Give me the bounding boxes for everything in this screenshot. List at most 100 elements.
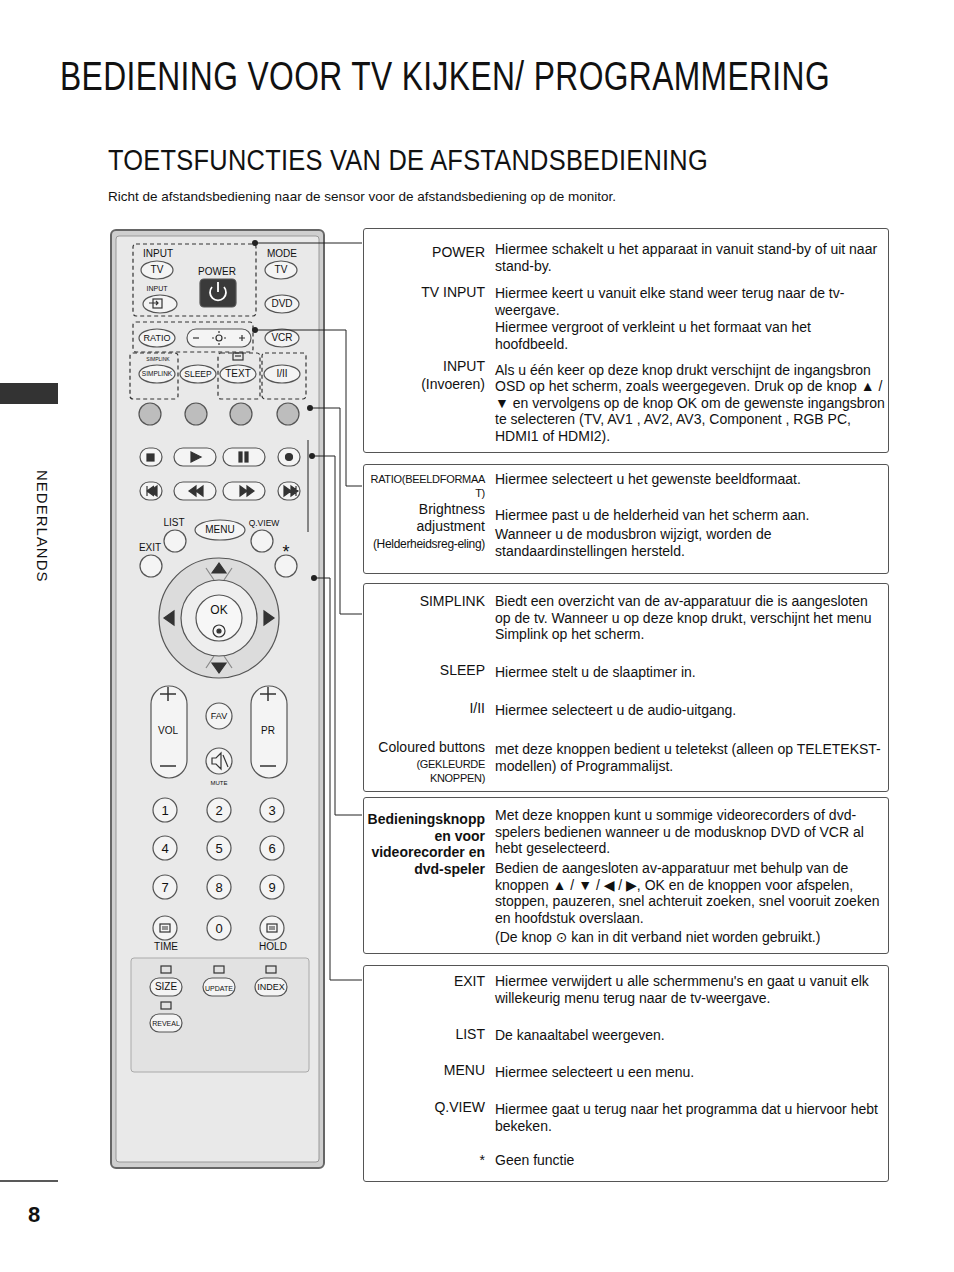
buttons (140, 482, 162, 500)
key-name: INPUT (366, 358, 485, 375)
key-description: Hiermee schakelt u het apparaat in vanui… (495, 241, 885, 274)
key-description: Met deze knoppen kunt u sommige videorec… (495, 807, 885, 857)
explanation-box: RATIO(BEELDFORMAAT)Hiermee selecteert u … (363, 464, 889, 574)
key-name: SIMPLINK (366, 593, 485, 610)
button-label: SIMPLINK (146, 357, 169, 362)
buttons (139, 261, 300, 1032)
buttons (164, 530, 186, 552)
button-label: TV (275, 265, 288, 275)
buttons (187, 329, 251, 347)
buttons (206, 748, 232, 774)
button-label: RATIO (144, 334, 171, 343)
key-description: Hiermee selecteert u een menu. (495, 1064, 885, 1081)
leader-dots (309, 453, 315, 459)
button-label: * (282, 543, 289, 561)
buttons (207, 836, 231, 860)
buttons (207, 875, 231, 899)
button-label: POWER (198, 267, 236, 277)
dashed-groups (133, 322, 253, 352)
buttons (143, 295, 177, 313)
key-description: met deze knoppen bedient u teletekst (al… (495, 741, 885, 774)
button-symbols (286, 454, 293, 461)
button-label: MENU (205, 525, 234, 535)
buttons (265, 295, 299, 313)
buttons (265, 261, 297, 279)
intro-text: Richt de afstandsbediening naar de senso… (108, 190, 616, 204)
explanation-box: Bedieningsknoppen voor videorecorder en … (363, 797, 889, 954)
key-description: Biedt een overzicht van de av-apparatuur… (495, 593, 885, 643)
key-name: RATIO(BEELDFORMAAT) (366, 473, 485, 500)
page-title: BEDIENING VOOR TV KIJKEN/ PROGRAMMERING (60, 56, 830, 96)
leader-dots (307, 405, 313, 411)
buttons (264, 365, 300, 383)
button-symbols (193, 337, 199, 338)
button-symbols (212, 331, 226, 345)
button-symbols (161, 966, 171, 973)
leader-lines (255, 243, 362, 244)
buttons (196, 595, 242, 641)
key-name: Bedieningsknoppen voor videorecorder en … (366, 811, 485, 877)
button-symbols (161, 1002, 171, 1009)
button-label: 3 (268, 804, 275, 817)
button-label: INPUT (143, 249, 173, 259)
button-symbols (245, 452, 248, 462)
remote-body (111, 230, 324, 1168)
key-name: TV INPUT (366, 284, 485, 301)
button-symbols (147, 454, 154, 461)
button-symbols (164, 611, 174, 625)
dashed-groups (130, 353, 178, 399)
button-label: LIST (163, 518, 184, 528)
button-label: I/II (276, 369, 287, 379)
language-tab (0, 383, 58, 404)
buttons (153, 836, 177, 860)
buttons (251, 686, 287, 778)
buttons (223, 482, 265, 500)
key-description: Hiermee verwijdert u alle schermmenu's e… (495, 973, 885, 1006)
button-label: 8 (215, 881, 222, 894)
buttons (251, 530, 273, 552)
buttons (220, 365, 256, 383)
button-label: TIME (154, 942, 178, 952)
buttons (153, 916, 177, 940)
key-description: Hiermee selecteert u de audio-uitgang. (495, 702, 885, 719)
button-symbols (191, 452, 201, 462)
button-symbols (214, 966, 224, 973)
button-symbols (284, 486, 298, 496)
remote-body (131, 958, 309, 1072)
button-label: MUTE (211, 780, 228, 786)
button-label: INDEX (257, 983, 285, 992)
button-label: TV (151, 265, 164, 275)
key-name: Brightness adjustment (366, 501, 485, 534)
buttons (203, 978, 235, 996)
button-symbols (189, 486, 203, 496)
buttons (153, 875, 177, 899)
button-symbols (217, 629, 221, 633)
button-label: TEXT (225, 369, 251, 379)
key-name: (Invoeren) (366, 376, 485, 393)
buttons (150, 978, 182, 996)
button-symbols (162, 927, 168, 929)
button-symbols (212, 753, 228, 769)
key-name: Q.VIEW (366, 1099, 485, 1116)
button-symbols (147, 282, 298, 1009)
button-label: 2 (215, 804, 222, 817)
button-label: FAV (211, 712, 227, 721)
button-label: UPDATE (205, 985, 233, 992)
buttons (139, 403, 161, 425)
button-symbols (239, 452, 242, 462)
button-label: SIZE (155, 982, 177, 992)
button-label: 6 (268, 842, 275, 855)
button-symbols (147, 486, 157, 496)
button-label: REVEAL (152, 1020, 180, 1027)
button-label: 0 (215, 922, 222, 935)
button-symbols (235, 355, 241, 356)
key-name: I/II (366, 700, 485, 717)
button-symbols (267, 924, 277, 932)
button-symbols (217, 282, 219, 292)
explanation-box: POWERHiermee schakelt u het apparaat in … (363, 228, 889, 453)
button-symbols (149, 301, 158, 305)
key-name: LIST (366, 1026, 485, 1043)
leader-lines (308, 440, 309, 532)
page-number: 8 (28, 1204, 40, 1226)
buttons (260, 836, 284, 860)
